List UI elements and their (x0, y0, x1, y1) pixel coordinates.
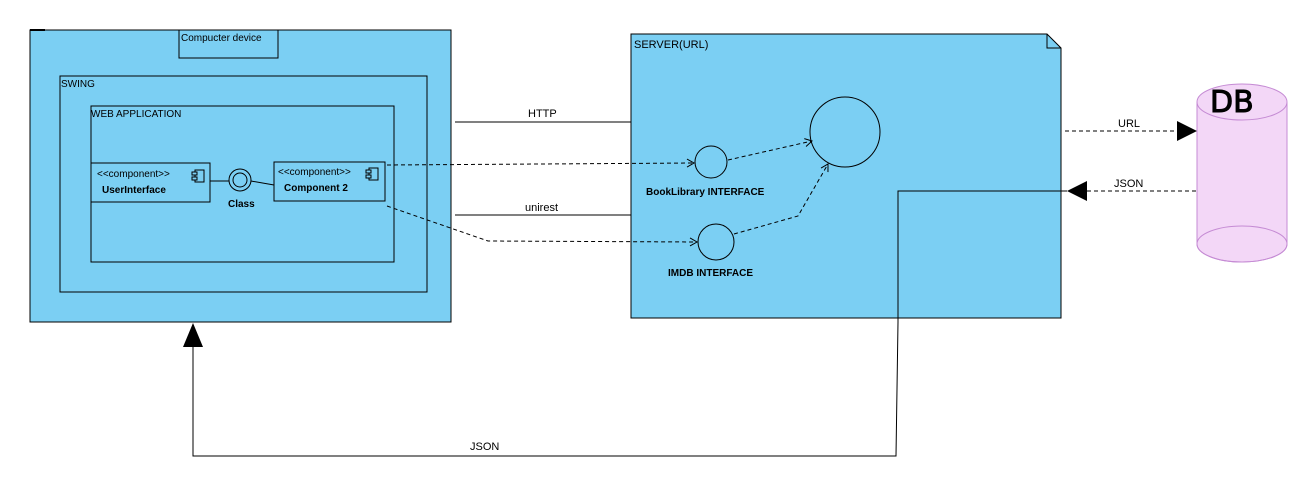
database-cylinder[interactable]: DB (1196, 83, 1288, 263)
url-arrow-head (1177, 121, 1197, 141)
user-interface-name: UserInterface (102, 185, 166, 196)
json-return-connector[interactable] (192, 190, 1067, 457)
booklibrary-interface-label: BookLibrary INTERFACE (646, 187, 765, 198)
url-label: URL (1118, 118, 1140, 130)
web-application-label: WEB APPLICATION (91, 109, 181, 120)
component2-component[interactable]: <<component>> Component 2 (273, 161, 386, 202)
component2-stereotype: <<component>> (278, 167, 351, 178)
component2-to-booklibrary-dependency (386, 158, 696, 168)
component-icon (365, 167, 379, 181)
imdb-interface-label: IMDB INTERFACE (668, 268, 753, 279)
user-interface-component[interactable]: <<component>> UserInterface (90, 162, 211, 203)
server-main-circle[interactable] (809, 96, 881, 168)
booklibrary-interface[interactable] (694, 145, 728, 179)
class-component2-link (250, 180, 275, 186)
swing-label: SWING (61, 79, 95, 90)
class-interface-ball[interactable] (228, 168, 252, 192)
server-node[interactable]: SERVER(URL) (630, 33, 1062, 319)
component2-name: Component 2 (284, 183, 348, 194)
json-db-arrow-head (1067, 181, 1087, 201)
http-label: HTTP (528, 108, 557, 120)
device-title: Compucter device (181, 33, 262, 44)
class-label: Class (228, 199, 255, 210)
imdb-to-server-dependency (733, 163, 829, 235)
device-title-box (178, 29, 279, 59)
imdb-interface[interactable] (697, 223, 735, 261)
unirest-label: unirest (525, 202, 558, 214)
json-return-arrow-head (183, 323, 203, 347)
component-icon (191, 169, 205, 183)
database-label: DB (1210, 85, 1254, 120)
json-return-label: JSON (470, 441, 499, 453)
json-db-label: JSON (1114, 178, 1143, 190)
booklibrary-to-server-dependency (727, 138, 813, 161)
user-interface-stereotype: <<component>> (97, 169, 170, 180)
component2-to-imdb-dependency (386, 205, 699, 247)
server-title: SERVER(URL) (634, 39, 708, 51)
